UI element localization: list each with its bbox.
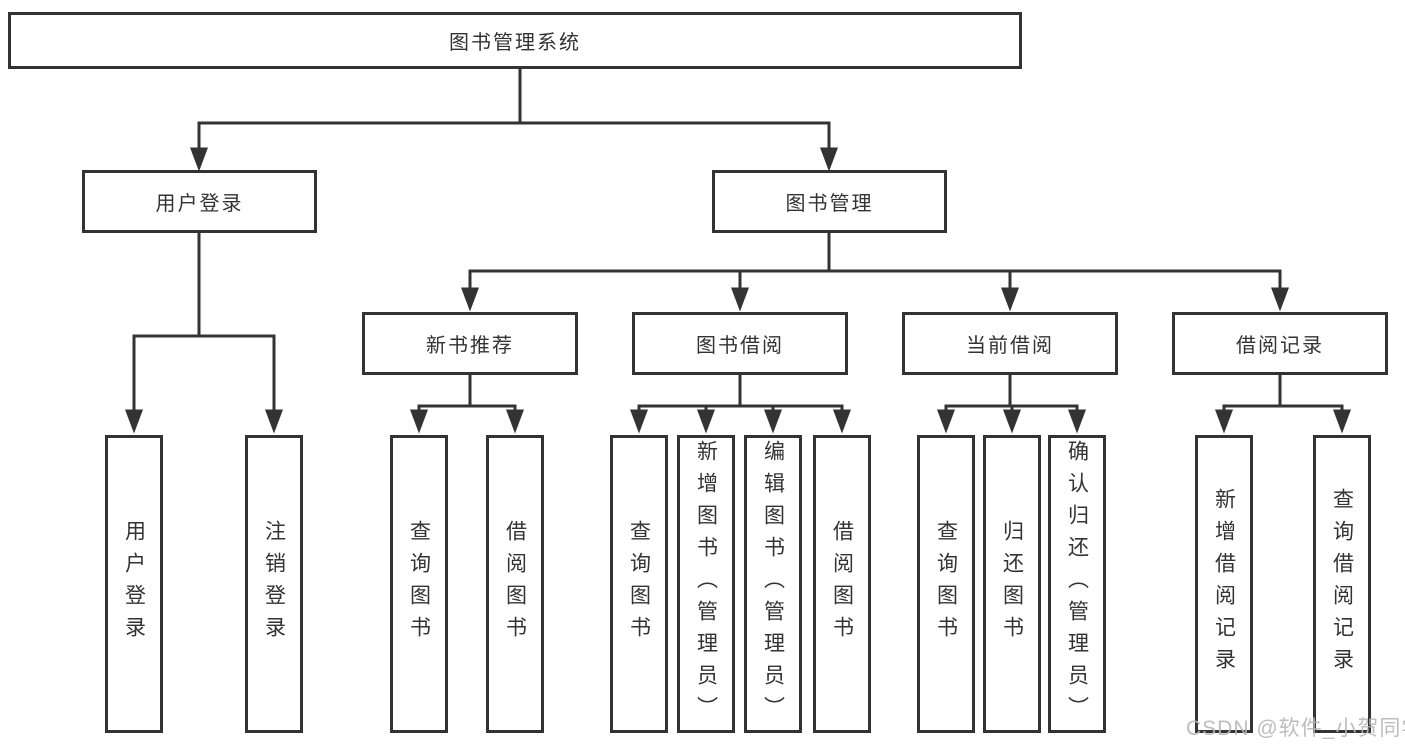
leaf-newbook-borrow-books: 借阅图书	[486, 435, 544, 733]
node-new-book-recommend: 新书推荐	[362, 312, 578, 375]
leaf-current-return-books: 归还图书	[983, 435, 1041, 733]
node-borrow-records: 借阅记录	[1172, 312, 1388, 375]
node-book-borrow: 图书借阅	[632, 312, 848, 375]
node-current-borrow: 当前借阅	[902, 312, 1118, 375]
leaf-borrow-borrow-books: 借阅图书	[813, 435, 871, 733]
leaf-current-confirm-return-admin: 确认归还（管理员）	[1048, 435, 1106, 733]
node-library-system: 图书管理系统	[8, 12, 1022, 69]
leaf-record-query: 查询借阅记录	[1313, 435, 1371, 733]
leaf-borrow-query-books: 查询图书	[610, 435, 668, 733]
node-book-management: 图书管理	[712, 170, 947, 233]
connector-root-bus	[197, 69, 831, 125]
connector-newbook-bus	[417, 375, 517, 408]
connector-borrow-bus	[637, 375, 844, 408]
node-user-login: 用户登录	[82, 170, 317, 233]
leaf-borrow-add-books-admin: 新增图书（管理员）	[677, 435, 735, 733]
leaf-borrow-edit-books-admin: 编辑图书（管理员）	[744, 435, 802, 733]
watermark-text: CSDN @软件_小贺同学	[1186, 717, 1405, 740]
leaf-record-add: 新增借阅记录	[1195, 435, 1253, 733]
leaf-current-query-books: 查询图书	[917, 435, 975, 733]
leaf-user-login: 用户登录	[105, 435, 163, 733]
leaf-newbook-query-books: 查询图书	[390, 435, 448, 733]
connector-bookmgmt-bus	[468, 233, 1282, 273]
leaf-logout: 注销登录	[245, 435, 303, 733]
connector-current-bus	[944, 375, 1079, 408]
connector-userlogin-bus	[132, 233, 276, 338]
connector-record-bus	[1222, 375, 1344, 408]
